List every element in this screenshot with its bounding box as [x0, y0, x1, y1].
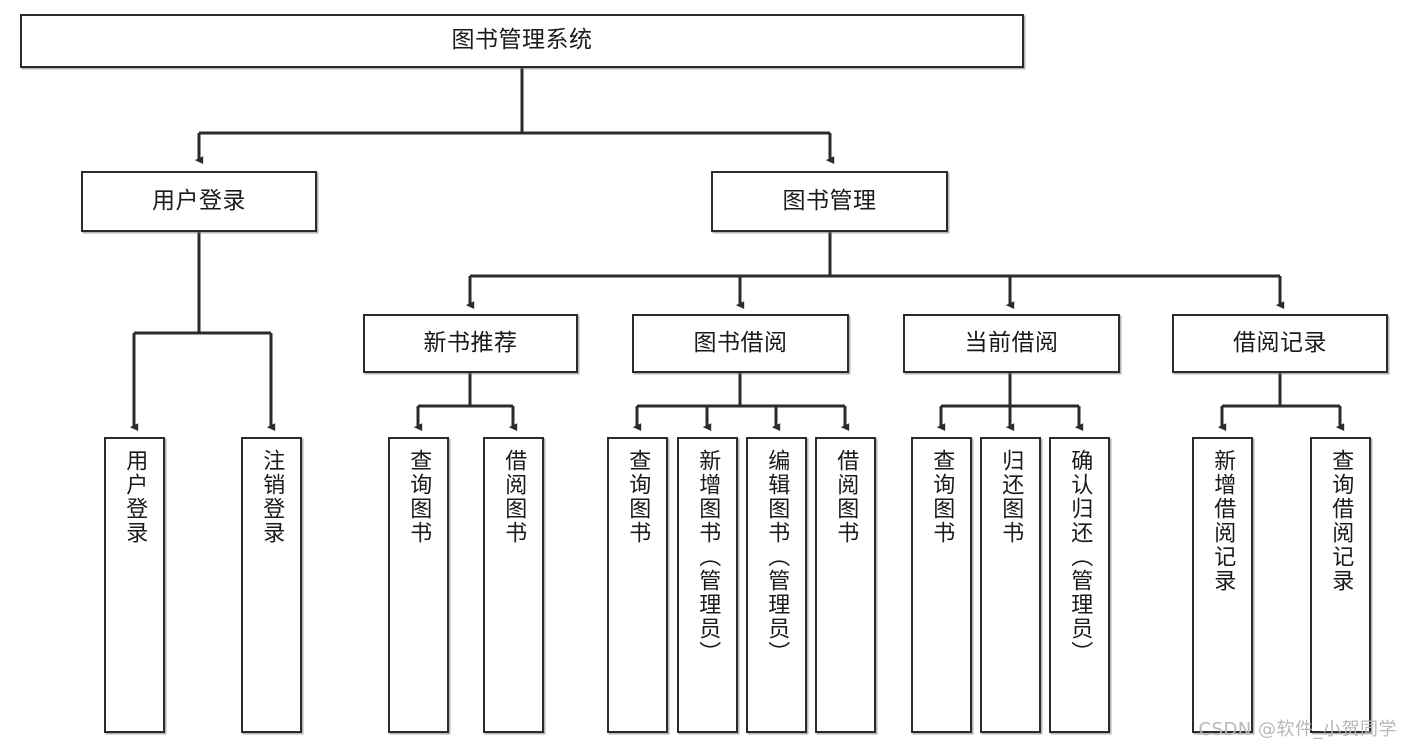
- node-leaf-edit-book[interactable]: 编辑图书（管理员）: [746, 437, 807, 733]
- node-leaf-query-record-label: 查询借阅记录: [1328, 449, 1354, 593]
- node-leaf-add-record-label: 新增借阅记录: [1210, 449, 1236, 593]
- node-leaf-confirm-return-label: 确认归还（管理员）: [1067, 449, 1093, 665]
- node-book-management[interactable]: 图书管理: [711, 171, 948, 232]
- node-leaf-user-logout[interactable]: 注销登录: [241, 437, 302, 733]
- node-book-borrow[interactable]: 图书借阅: [632, 314, 849, 373]
- node-new-book-recommend-label: 新书推荐: [423, 329, 518, 356]
- node-new-book-recommend[interactable]: 新书推荐: [363, 314, 578, 373]
- node-leaf-query-record[interactable]: 查询借阅记录: [1310, 437, 1371, 733]
- node-leaf-borrow-book-2[interactable]: 借阅图书: [815, 437, 876, 733]
- node-leaf-query-book-1[interactable]: 查询图书: [388, 437, 449, 733]
- node-leaf-query-book-2-label: 查询图书: [625, 449, 651, 545]
- node-leaf-confirm-return[interactable]: 确认归还（管理员）: [1049, 437, 1110, 733]
- node-borrow-record-label: 借阅记录: [1233, 329, 1327, 356]
- node-current-borrow[interactable]: 当前借阅: [903, 314, 1120, 373]
- node-leaf-edit-book-label: 编辑图书（管理员）: [764, 449, 790, 665]
- node-leaf-user-login[interactable]: 用户登录: [104, 437, 165, 733]
- node-book-borrow-label: 图书借阅: [693, 329, 788, 356]
- node-root[interactable]: 图书管理系统: [20, 14, 1024, 68]
- node-leaf-add-book-label: 新增图书（管理员）: [695, 449, 721, 665]
- watermark-text: CSDN @软件_小贺同学: [1198, 719, 1397, 740]
- node-leaf-add-book[interactable]: 新增图书（管理员）: [677, 437, 738, 733]
- node-leaf-user-logout-label: 注销登录: [259, 449, 285, 545]
- node-user-login-label: 用户登录: [152, 187, 246, 214]
- node-leaf-query-book-3[interactable]: 查询图书: [911, 437, 972, 733]
- node-leaf-return-book[interactable]: 归还图书: [980, 437, 1041, 733]
- node-root-label: 图书管理系统: [451, 27, 593, 54]
- node-book-management-label: 图书管理: [782, 187, 877, 214]
- node-leaf-borrow-book-1[interactable]: 借阅图书: [483, 437, 544, 733]
- node-borrow-record[interactable]: 借阅记录: [1172, 314, 1388, 373]
- node-leaf-query-book-1-label: 查询图书: [406, 449, 432, 545]
- node-leaf-borrow-book-1-label: 借阅图书: [501, 449, 527, 545]
- node-current-borrow-label: 当前借阅: [964, 329, 1059, 356]
- node-leaf-user-login-label: 用户登录: [122, 449, 148, 545]
- node-user-login[interactable]: 用户登录: [81, 171, 317, 232]
- node-leaf-borrow-book-2-label: 借阅图书: [833, 449, 859, 545]
- node-leaf-return-book-label: 归还图书: [998, 449, 1024, 545]
- node-leaf-add-record[interactable]: 新增借阅记录: [1192, 437, 1253, 733]
- node-leaf-query-book-2[interactable]: 查询图书: [607, 437, 668, 733]
- node-leaf-query-book-3-label: 查询图书: [929, 449, 955, 545]
